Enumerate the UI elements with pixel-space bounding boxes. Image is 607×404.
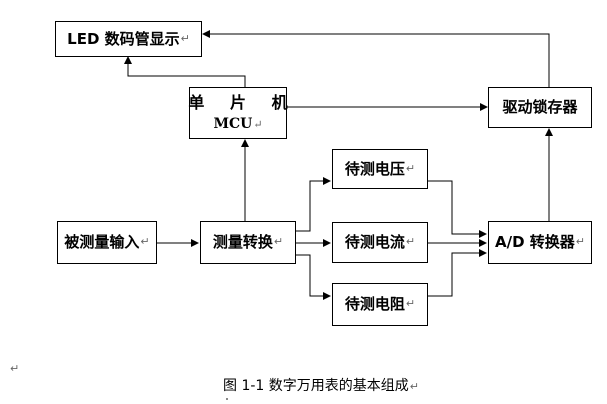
paragraph-mark: ↵ — [180, 31, 190, 45]
figure-caption: 图 1-1 数字万用表的基本组成↵ — [223, 375, 419, 395]
paragraph-mark: ↵ — [10, 362, 20, 375]
measure-convert-block: 测量转换↵ — [200, 221, 296, 264]
figure-caption-text: 图 1-1 数字万用表的基本组成 — [223, 378, 409, 394]
mcu-subtitle: MCU — [213, 116, 253, 133]
arrow-convert-to-resistance — [296, 254, 331, 300]
paragraph-mark: ↵ — [273, 235, 284, 249]
resistance-label: 待测电阻 — [344, 295, 405, 314]
paragraph-mark: ↵ — [405, 235, 416, 249]
paragraph-mark: ↵ — [405, 297, 416, 311]
driver-latch-block: 驱动锁存器 — [488, 87, 592, 128]
adc-block: A/D 转换器↵ — [488, 221, 592, 264]
driver-latch-label: 驱动锁存器 — [502, 98, 578, 117]
arrow-convert-to-voltage — [296, 177, 331, 232]
paragraph-mark: ↵ — [140, 235, 150, 249]
measured-input-label: 被测量输入 — [64, 233, 140, 252]
arrow-resistance-to-adc — [428, 249, 487, 297]
paragraph-mark: ↵ — [253, 118, 263, 132]
led-display-label: LED 数码管显示 — [67, 29, 180, 48]
led-display-block: LED 数码管显示↵ — [55, 21, 202, 57]
current-block: 待测电流↵ — [332, 222, 428, 263]
voltage-block: 待测电压↵ — [332, 149, 428, 189]
mcu-title: 单 片 机 — [188, 92, 298, 112]
paragraph-mark: ↵ — [409, 380, 419, 393]
resistance-block: 待测电阻↵ — [332, 283, 428, 326]
measure-convert-label: 测量转换 — [212, 233, 273, 252]
current-label: 待测电流 — [344, 233, 405, 252]
decorative-dot — [226, 398, 228, 400]
paragraph-mark: ↵ — [575, 235, 585, 249]
arrow-driver-to-led — [202, 30, 550, 87]
arrow-voltage-to-adc — [428, 180, 487, 238]
arrow-mcu-to-led — [124, 56, 246, 87]
measured-input-block: 被测量输入↵ — [57, 221, 157, 264]
paragraph-mark: ↵ — [405, 161, 416, 175]
mcu-block: 单 片 机 MCU↵ — [188, 87, 288, 139]
voltage-label: 待测电压 — [344, 159, 405, 178]
adc-label: A/D 转换器 — [495, 233, 575, 252]
